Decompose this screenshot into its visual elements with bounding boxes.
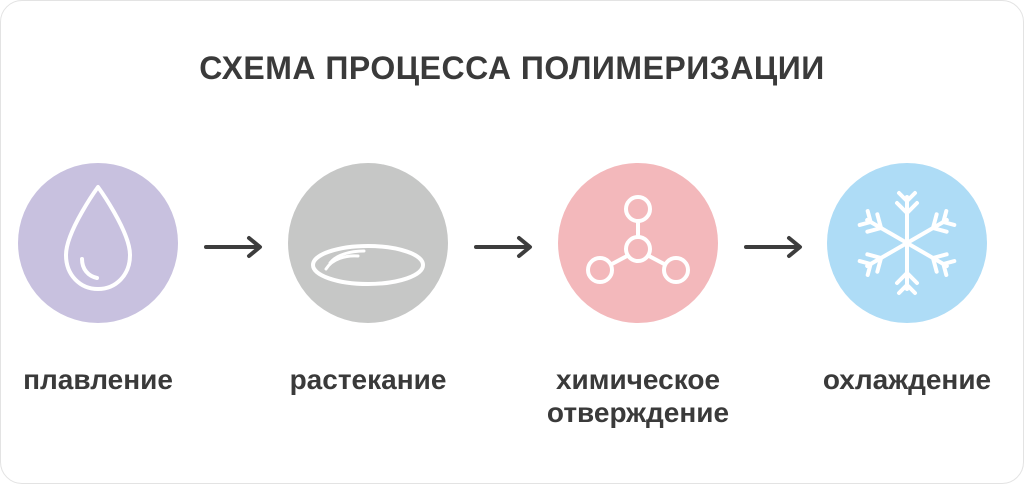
arrow-right-icon bbox=[474, 236, 532, 258]
step-spreading: растекание bbox=[273, 163, 463, 396]
cooling-circle bbox=[827, 163, 987, 323]
arrow-right-icon bbox=[744, 236, 802, 258]
droplet-icon bbox=[64, 185, 132, 291]
step-label: охлаждение bbox=[822, 364, 992, 395]
spreading-puddle-icon bbox=[311, 244, 425, 286]
step-label: плавление bbox=[23, 364, 173, 395]
step-label: растекание bbox=[289, 364, 447, 395]
curing-circle bbox=[558, 163, 718, 323]
diagram-title: СХЕМА ПРОЦЕССА ПОЛИМЕРИЗАЦИИ bbox=[199, 50, 825, 86]
melting-circle bbox=[18, 163, 178, 323]
step-cooling: охлаждение bbox=[812, 163, 1002, 396]
step-curing: химическое отверждение bbox=[543, 163, 733, 429]
step-label-line: отверждение bbox=[546, 397, 730, 428]
step-label: химическое отверждение bbox=[543, 363, 733, 429]
step-melting: плавление bbox=[3, 163, 193, 396]
snowflake-icon bbox=[857, 191, 957, 295]
molecule-icon bbox=[586, 195, 690, 284]
spreading-circle bbox=[288, 163, 448, 323]
arrow-right-icon bbox=[204, 236, 262, 258]
step-label-line: химическое bbox=[555, 364, 721, 395]
